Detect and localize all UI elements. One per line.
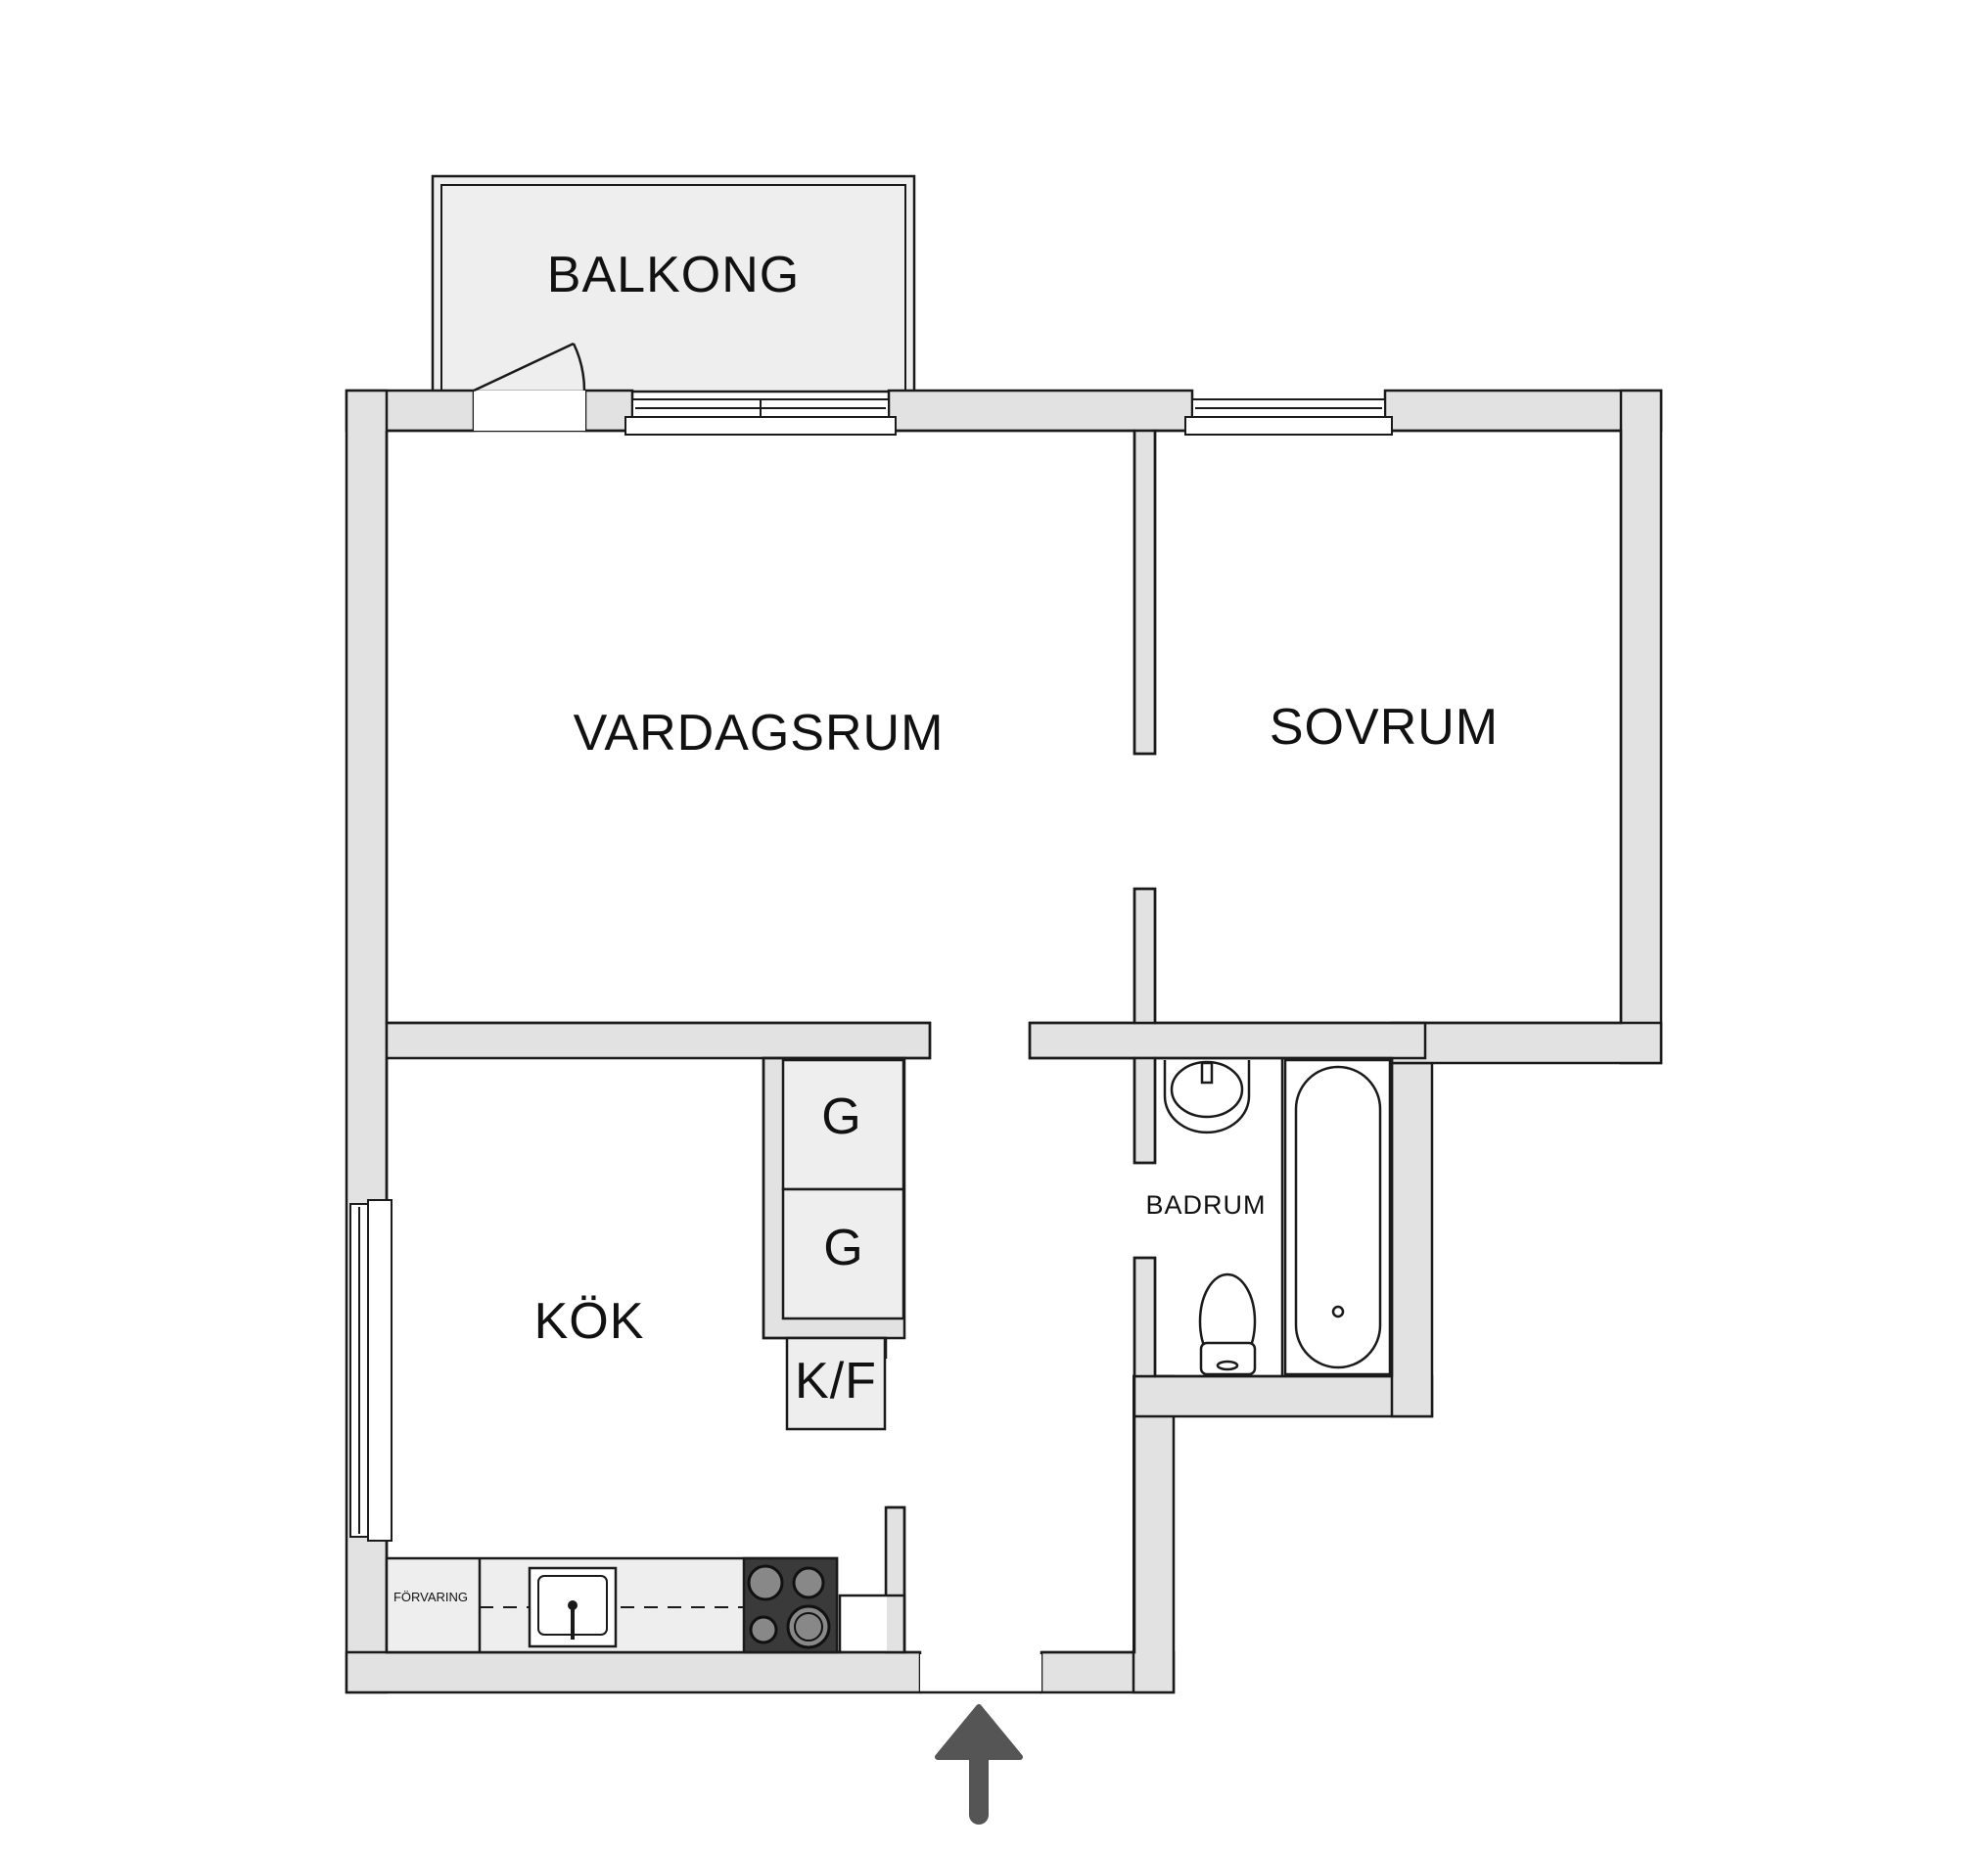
sink-icon [1163, 1060, 1251, 1134]
door-swing-icon [473, 342, 586, 431]
sink-icon [528, 1566, 618, 1648]
kitchen-counter [385, 1556, 839, 1654]
closet-2 [781, 1187, 905, 1320]
bathroom-fixtures [1163, 1058, 1392, 1376]
closet-2-label: G [823, 1220, 863, 1276]
window-icon [349, 398, 1393, 1542]
stove-icon [742, 1556, 839, 1654]
room-label-bedroom: SOVRUM [1270, 699, 1499, 756]
up-arrow-icon [935, 1704, 1023, 1825]
room-label-bathroom: BADRUM [1145, 1190, 1266, 1220]
toilet-icon [1198, 1272, 1257, 1376]
fridge-freezer-label: K/F [795, 1353, 877, 1410]
bathtub-icon [1283, 1058, 1392, 1376]
room-label-storage: FÖRVARING [393, 1590, 468, 1604]
balcony [431, 174, 916, 393]
room-label-kitchen: KÖK [534, 1293, 645, 1350]
fridge-freezer [785, 1336, 887, 1431]
room-label-living-room: VARDAGSRUM [574, 705, 945, 762]
room-label-balcony: BALKONG [547, 247, 800, 303]
closet-1-label: G [821, 1088, 861, 1145]
closets [781, 1058, 905, 1320]
room-interiors [389, 433, 1619, 1650]
